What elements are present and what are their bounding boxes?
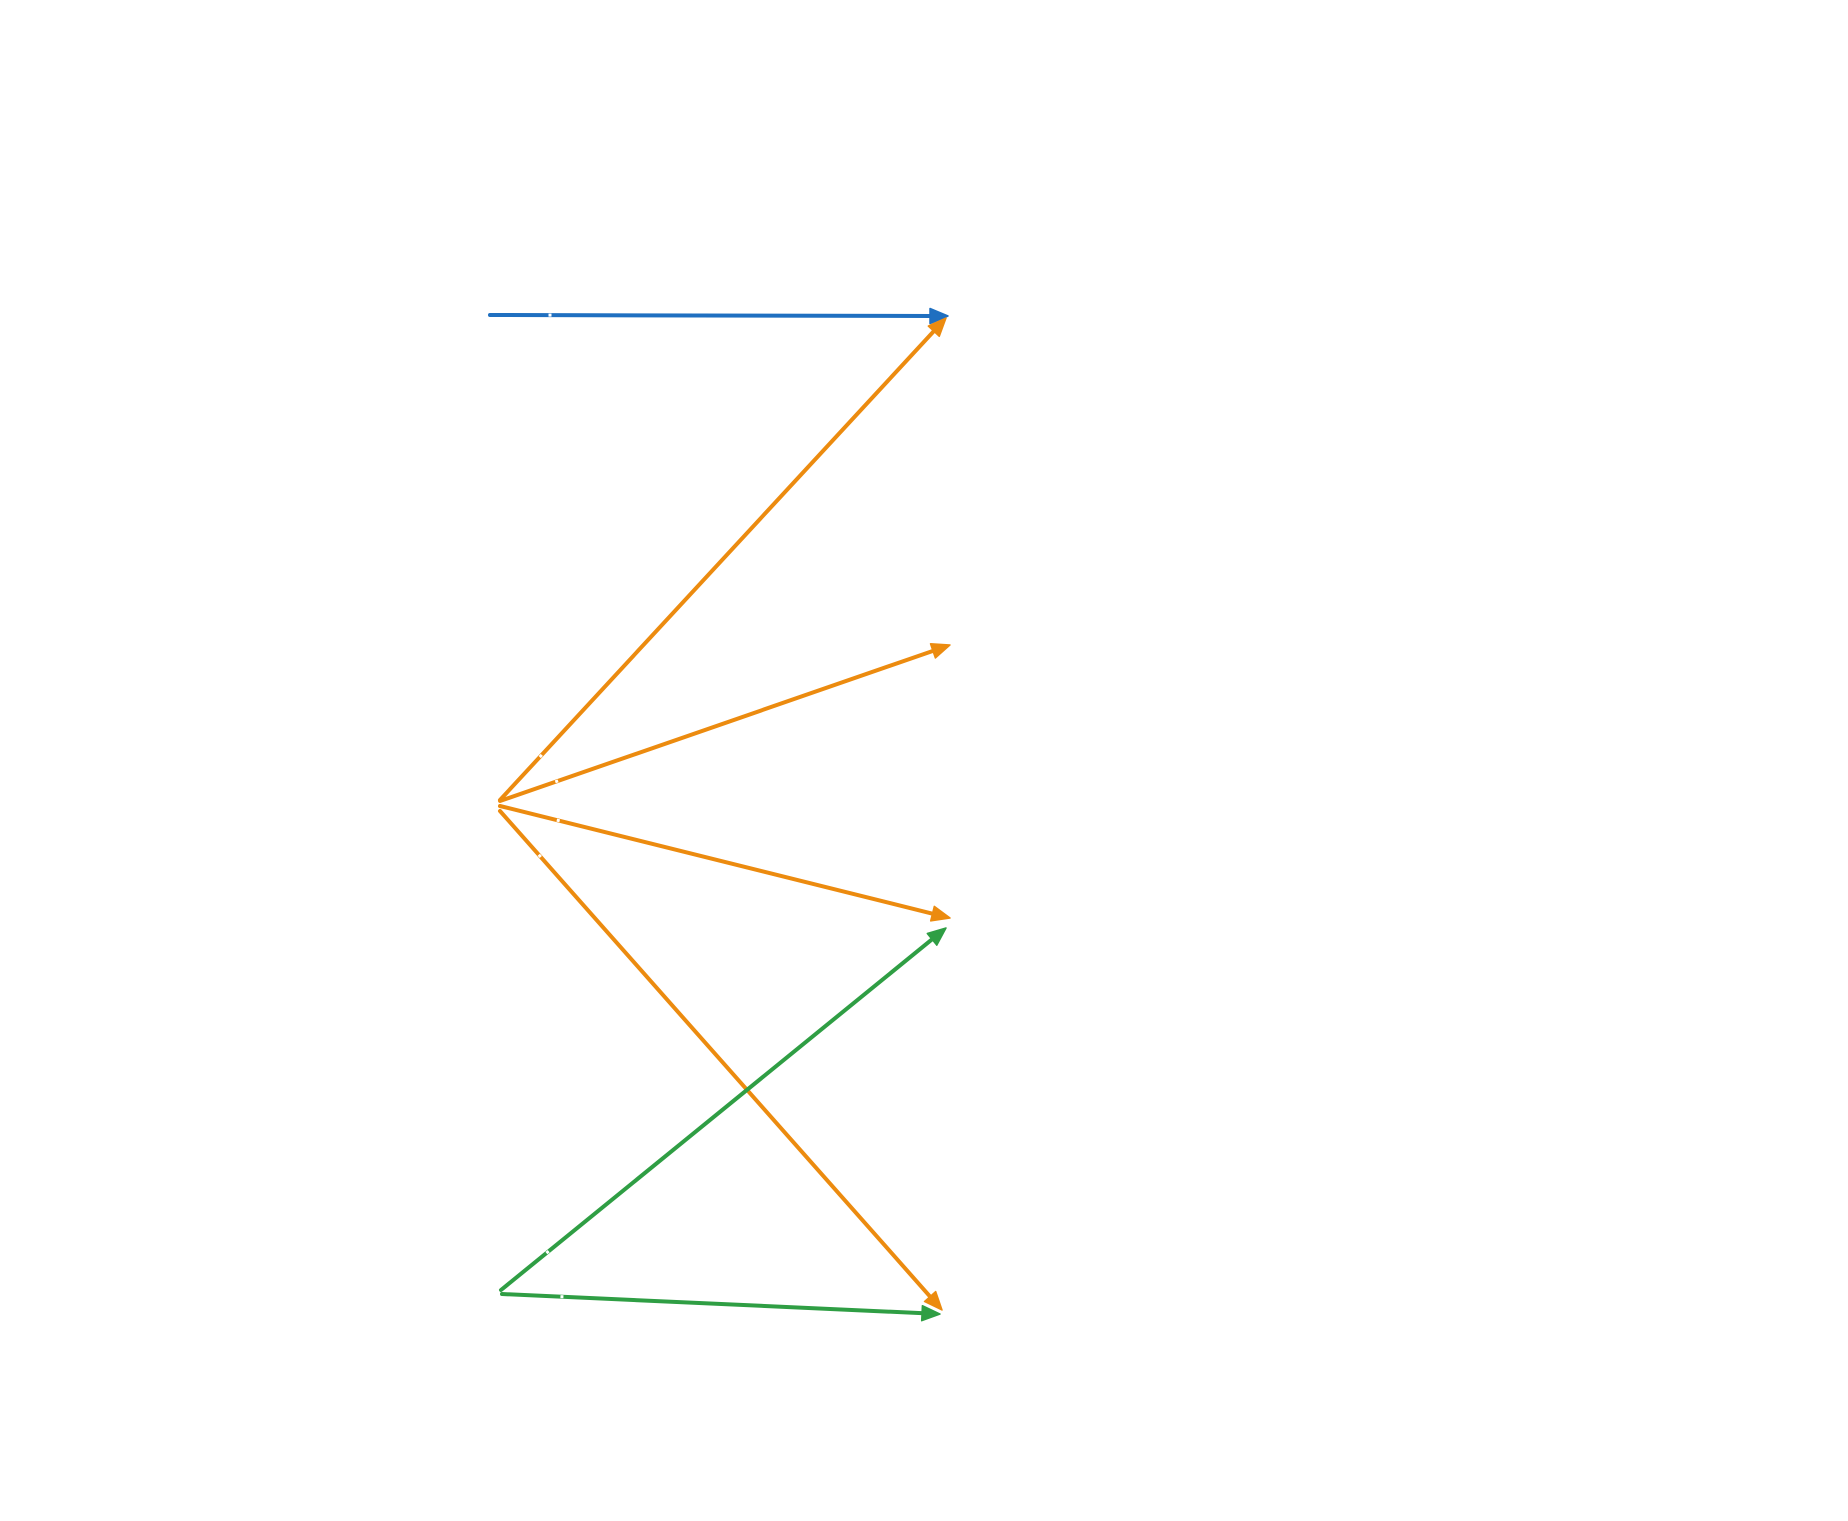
edge-s2-t4-tick — [537, 853, 542, 859]
edge-s3-t3-arrowhead — [926, 927, 947, 946]
edge-s2-t1-arrowhead — [927, 317, 947, 338]
edge-s2-t4-arrow — [498, 809, 943, 1311]
edge-s3-t3-shaft — [499, 936, 936, 1292]
edge-s3-t3-arrow — [499, 927, 947, 1292]
edge-s2-t2-shaft — [498, 648, 937, 803]
edge-s2-t1-shaft — [498, 327, 938, 802]
edge-s1-t1-arrowhead — [929, 307, 949, 325]
edge-s3-t3-tick — [545, 1250, 550, 1255]
edge-s3-t4-arrowhead — [920, 1304, 941, 1322]
edge-s3-t4-shaft — [500, 1292, 927, 1316]
edge-s1-t1-shaft — [488, 313, 935, 318]
edge-s2-t3-arrowhead — [929, 905, 951, 922]
edge-s3-t4-arrow — [500, 1292, 941, 1322]
edge-s2-t3-tick — [556, 818, 561, 823]
edge-s2-t2-arrowhead — [929, 643, 951, 659]
edge-s2-t2-tick — [554, 779, 559, 784]
edge-s2-t4-shaft — [498, 809, 934, 1301]
edge-s2-t1-tick — [538, 753, 543, 759]
edges-layer — [488, 307, 951, 1322]
edge-s1-t1-arrow — [488, 307, 949, 325]
edge-s2-t1-arrow — [498, 317, 947, 802]
edge-s2-t3-arrow — [498, 804, 951, 922]
edge-s2-t3-shaft — [498, 804, 937, 917]
edge-s2-t2-arrow — [498, 643, 951, 803]
edge-s2-t4-arrowhead — [923, 1290, 943, 1311]
